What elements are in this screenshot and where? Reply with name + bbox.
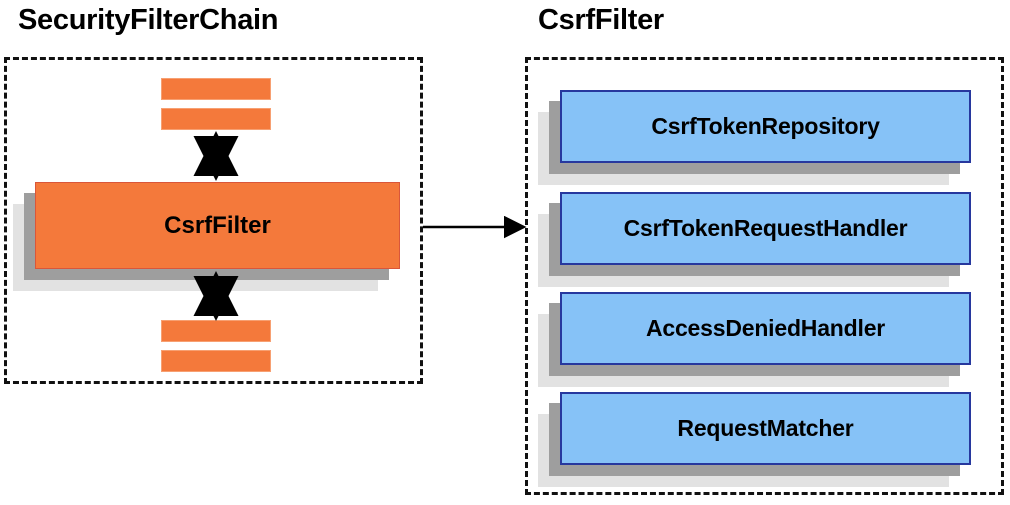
- csrf-filter-detail-panel: [525, 57, 1004, 495]
- collaborator-face: CsrfTokenRequestHandler: [560, 192, 971, 265]
- page-title-csrf-filter: CsrfFilter: [538, 4, 664, 36]
- filter-bar-top-1: [161, 78, 271, 100]
- filter-bar-bottom-2: [161, 350, 271, 372]
- collaborator-face: CsrfTokenRepository: [560, 90, 971, 163]
- csrf-filter-component[interactable]: CsrfFilter: [13, 182, 400, 291]
- collaborator-label: CsrfTokenRequestHandler: [623, 215, 908, 241]
- collaborator-face: AccessDeniedHandler: [560, 292, 971, 365]
- collaborator-label: CsrfTokenRepository: [651, 113, 880, 139]
- security-filter-chain-panel: [4, 57, 423, 384]
- collaborator-label: AccessDeniedHandler: [645, 315, 886, 341]
- collaborator-face: RequestMatcher: [560, 392, 971, 465]
- collaborator-csrf-token-request-handler[interactable]: CsrfTokenRequestHandler: [538, 192, 971, 287]
- collaborator-label: RequestMatcher: [677, 415, 854, 441]
- collaborator-access-denied-handler[interactable]: AccessDeniedHandler: [538, 292, 971, 387]
- filter-bar-bottom-1: [161, 320, 271, 342]
- collaborator-request-matcher[interactable]: RequestMatcher: [538, 392, 971, 487]
- csrf-filter-face: CsrfFilter: [35, 182, 400, 269]
- collaborator-csrf-token-repository[interactable]: CsrfTokenRepository: [538, 90, 971, 185]
- page-title-security-filter-chain: SecurityFilterChain: [18, 4, 279, 36]
- filter-bar-top-2: [161, 108, 271, 130]
- csrf-filter-label: CsrfFilter: [164, 211, 271, 239]
